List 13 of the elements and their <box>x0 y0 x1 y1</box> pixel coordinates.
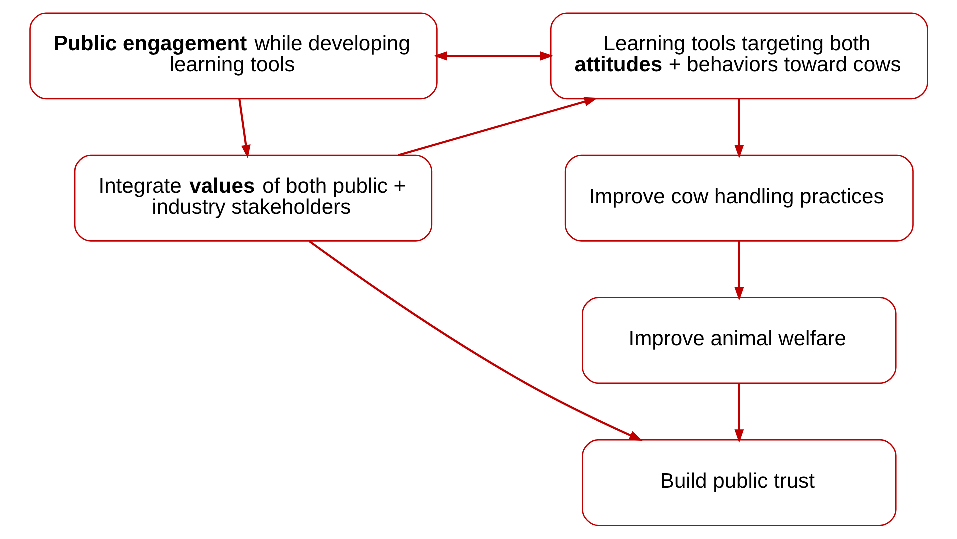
arrow <box>308 240 642 442</box>
node-box: Learning tools targeting both attitudes + behaviors toward cows <box>550 12 928 100</box>
arrow <box>734 99 744 159</box>
node-box: Public engagement while developing learning tools <box>29 12 438 100</box>
arrow <box>734 241 744 301</box>
node-box: Improve cow handling practices <box>564 154 914 242</box>
arrow <box>238 98 250 159</box>
arrow <box>734 383 744 444</box>
arrow <box>397 97 598 156</box>
arrow <box>434 51 554 61</box>
node-box: Build public trust <box>582 439 896 526</box>
node-box: Improve animal welfare <box>582 297 896 384</box>
node-box: Integrate values of both public + industry stakeholders <box>74 154 432 242</box>
